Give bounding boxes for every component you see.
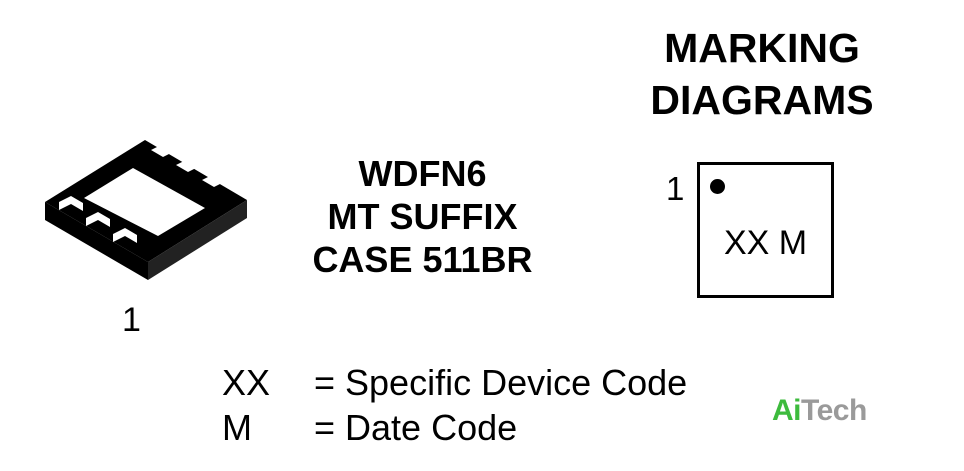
marking-pin1-label: 1 — [666, 170, 685, 207]
package-pad — [59, 196, 83, 211]
package-description: WDFN6 MT SUFFIX CASE 511BR — [275, 152, 570, 281]
package-pad — [113, 228, 137, 243]
legend-row: XX = Specific Device Code — [222, 360, 687, 405]
watermark-text-tech: Tech — [801, 394, 867, 427]
package-pad — [202, 174, 226, 187]
package-suffix: MT SUFFIX — [327, 196, 518, 237]
package-pad — [86, 212, 110, 227]
watermark-text-ai: Ai — [772, 394, 802, 427]
package-pad — [151, 144, 175, 157]
legend-description: = Date Code — [314, 407, 518, 448]
legend: XX = Specific Device Code M = Date Code — [222, 360, 687, 450]
legend-description: = Specific Device Code — [314, 362, 688, 403]
legend-code: M — [222, 407, 252, 448]
package-right-side — [148, 200, 247, 280]
marking-code-text: XX M — [723, 224, 808, 262]
marking-diagram-box: XX M — [697, 162, 834, 298]
package-thermal-pad — [84, 168, 205, 236]
marking-heading: MARKING DIAGRAMS — [612, 22, 912, 126]
package-illustration — [45, 140, 247, 280]
package-pad — [176, 159, 200, 172]
watermark-logo: AiTech — [772, 393, 867, 429]
package-pin1-label: 1 — [122, 301, 141, 339]
legend-row: M = Date Code — [222, 405, 687, 450]
marking-heading-line: MARKING — [664, 25, 860, 71]
package-case: CASE 511BR — [312, 239, 533, 280]
marking-heading-line: DIAGRAMS — [650, 77, 874, 123]
pin1-dot-icon — [710, 179, 725, 194]
legend-code: XX — [222, 362, 271, 403]
package-left-side — [45, 202, 148, 280]
package-name: WDFN6 — [358, 153, 487, 194]
